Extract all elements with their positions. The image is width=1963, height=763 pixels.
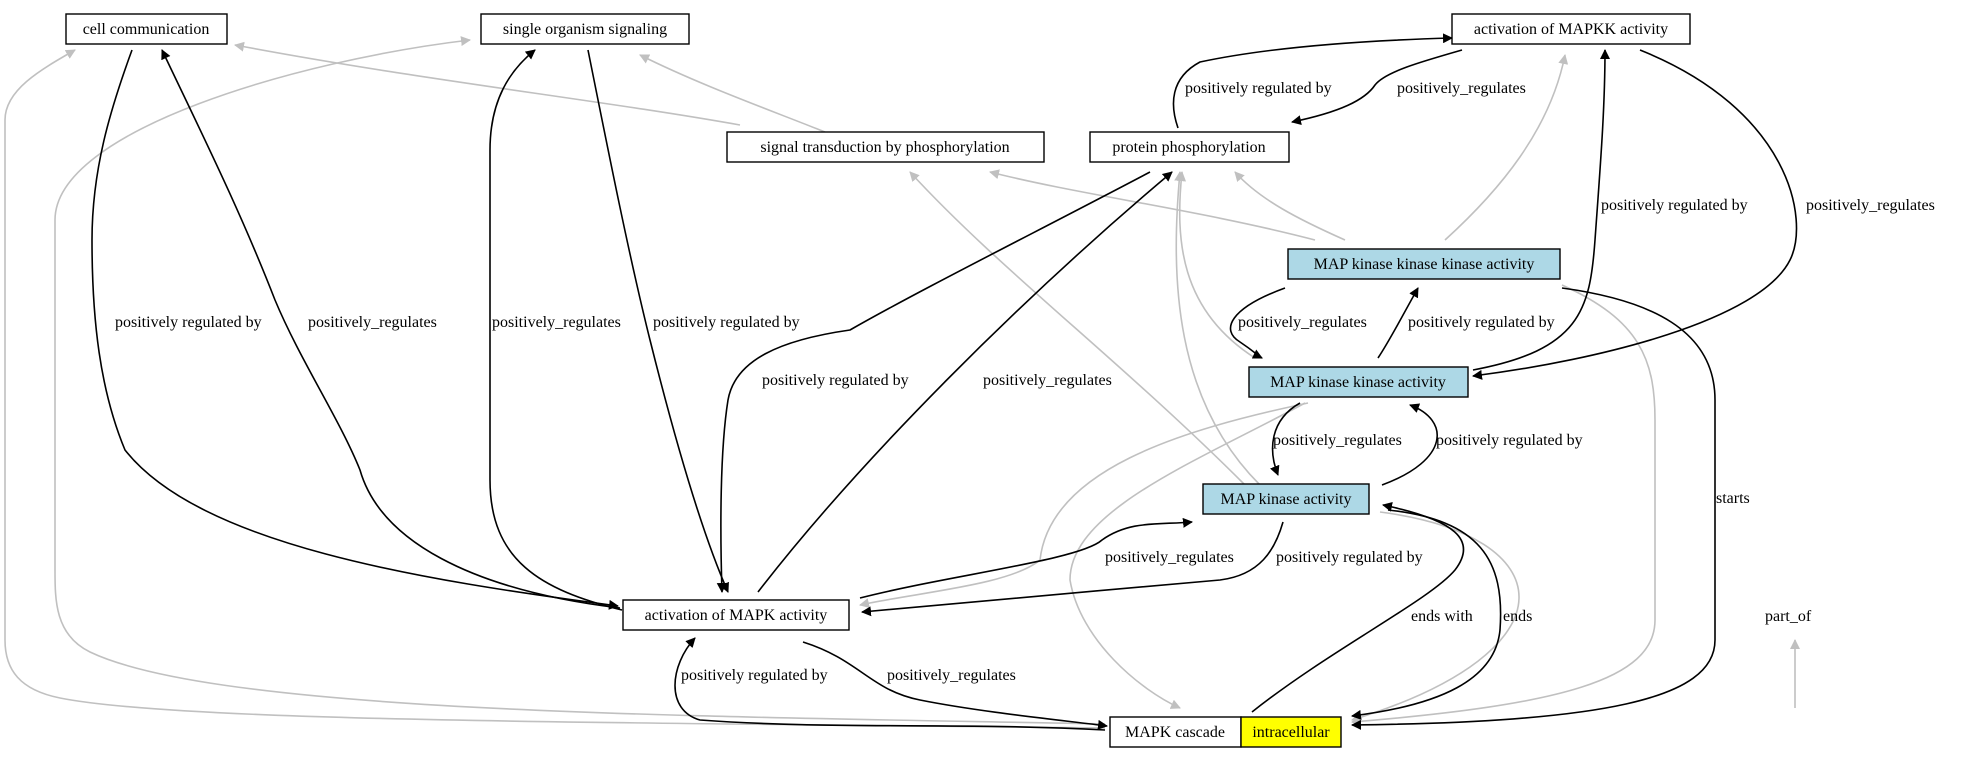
label-prb-mk-mkk: positively regulated by [1436, 432, 1583, 449]
label-pr-amapk-cascade: positively_regulates [887, 667, 1016, 684]
node-activation-of-mapk-activity[interactable]: activation of MAPK activity [622, 599, 850, 631]
legend-part-of-label: part_of [1765, 608, 1812, 625]
nodes: cell communication single organism signa… [65, 13, 1691, 748]
edge-mkk-prb-mkkk [1377, 287, 1419, 359]
label-pr-amapk-mk: positively_regulates [1105, 549, 1234, 566]
edge-mkk-to-amapk [859, 402, 1309, 608]
edge-mk-prb-amapk [861, 521, 1284, 617]
label-prb-mk-amapk: positively regulated by [1276, 549, 1423, 566]
edge-cascade-to-cell-communication [4, 49, 1106, 729]
label-pr-mapkk-right: positively_regulates [1806, 197, 1935, 214]
node-map-kinase-kinase-kinase-activity[interactable]: MAP kinase kinase kinase activity [1287, 248, 1561, 280]
node-label: signal transduction by phosphorylation [760, 139, 1009, 156]
node-single-organism-signaling[interactable]: single organism signaling [480, 13, 690, 45]
edge-std-to-cell-communication [234, 41, 741, 126]
edge-cascade-prb-amapk [674, 637, 1106, 731]
black-edges [91, 33, 1798, 731]
node-signal-transduction-by-phosphorylation[interactable]: signal transduction by phosphorylation [726, 131, 1045, 163]
edge-sos-prb [587, 49, 729, 593]
edge-cellcomm-pr [161, 49, 621, 609]
edge-amapk-pr-mk [859, 517, 1193, 599]
node-label: protein phosphorylation [1112, 139, 1265, 156]
node-label: MAPK cascade [1125, 724, 1225, 741]
edge-mkkk-to-std [989, 169, 1316, 241]
node-label: activation of MAPKK activity [1474, 21, 1668, 38]
label-pr-sos: positively_regulates [492, 314, 621, 331]
edge-mkkk-to-amapkk [1444, 54, 1569, 241]
label-ends: ends [1503, 608, 1532, 625]
node-label: MAP kinase kinase activity [1270, 374, 1446, 391]
edge-mkk-to-pp [1176, 171, 1256, 359]
edge-mk-to-pp [1174, 171, 1261, 486]
node-cell-communication[interactable]: cell communication [65, 13, 228, 45]
edge-mkkk-to-pp [1234, 171, 1346, 241]
label-pr-mkkk-mkk: positively_regulates [1238, 314, 1367, 331]
edge-amapkk-to-pp [1291, 49, 1463, 126]
edge-mk-to-cascade [1351, 511, 1520, 723]
label-pr-mapkk-pp: positively_regulates [1397, 80, 1526, 97]
edge-starts [1351, 287, 1716, 730]
edge-cascade-to-single-organism-signaling [54, 36, 1106, 725]
label-prb-cellcomm: positively regulated by [115, 314, 262, 331]
edge-sos-pr [489, 49, 623, 611]
edge-mkk-pr-mk [1270, 402, 1301, 476]
node-label: MAP kinase activity [1221, 491, 1352, 508]
label-pr-cellcomm: positively_regulates [308, 314, 437, 331]
label-prb-mkk-mkkk: positively regulated by [1408, 314, 1555, 331]
node-label: MAP kinase kinase kinase activity [1314, 256, 1535, 273]
edge-amapk-pr-pp [757, 171, 1173, 593]
node-label: single organism signaling [503, 21, 667, 38]
node-label: cell communication [83, 21, 210, 38]
edge-ends-with [1251, 501, 1465, 713]
node-map-kinase-kinase-activity[interactable]: MAP kinase kinase activity [1248, 366, 1469, 398]
label-starts: starts [1716, 490, 1750, 507]
edge-amapkk-pr-mkk [1472, 49, 1798, 380]
edge-mkk-to-cascade [1069, 402, 1306, 709]
edge-mkkk-pr-mkk [1229, 287, 1286, 359]
node-protein-phosphorylation[interactable]: protein phosphorylation [1089, 131, 1290, 163]
node-activation-of-mapkk-activity[interactable]: activation of MAPKK activity [1451, 13, 1691, 45]
edge-ends [1351, 509, 1502, 720]
edge-mk-to-std [909, 171, 1246, 486]
label-prb-sos: positively regulated by [653, 314, 800, 331]
gray-edges [4, 36, 1800, 729]
label-pr-amapk-pp: positively_regulates [983, 372, 1112, 389]
intracellular-tag [1240, 716, 1342, 748]
edge-mk-prb-mkk [1381, 403, 1438, 486]
edge-std-to-single-organism-signaling [639, 54, 826, 133]
intracellular-label: intracellular [1252, 724, 1330, 741]
edge-mkkk-to-cascade [1351, 284, 1656, 727]
label-prb-mapkk-pp: positively regulated by [1185, 80, 1332, 97]
edge-mkk-prb-amapkk [1472, 49, 1610, 371]
node-mapk-cascade[interactable]: MAPK cascade intracellular [1109, 716, 1342, 748]
edge-pp-to-amapkk [1172, 33, 1453, 129]
label-prb-pp-amapk: positively regulated by [762, 372, 909, 389]
edge-cellcomm-prb [91, 49, 619, 610]
node-map-kinase-activity[interactable]: MAP kinase activity [1202, 483, 1370, 515]
label-pr-mkk-mk: positively_regulates [1273, 432, 1402, 449]
node-label: activation of MAPK activity [645, 607, 828, 624]
label-prb-mapkk-right: positively regulated by [1601, 197, 1748, 214]
edge-pp-prb-amapk [716, 171, 1151, 593]
label-ends-with: ends with [1411, 608, 1473, 625]
label-prb-cascade-amapk: positively regulated by [681, 667, 828, 684]
edge-amapk-pr-cascade [802, 641, 1108, 730]
edge-labels: positively regulated by positively_regul… [115, 80, 1935, 684]
